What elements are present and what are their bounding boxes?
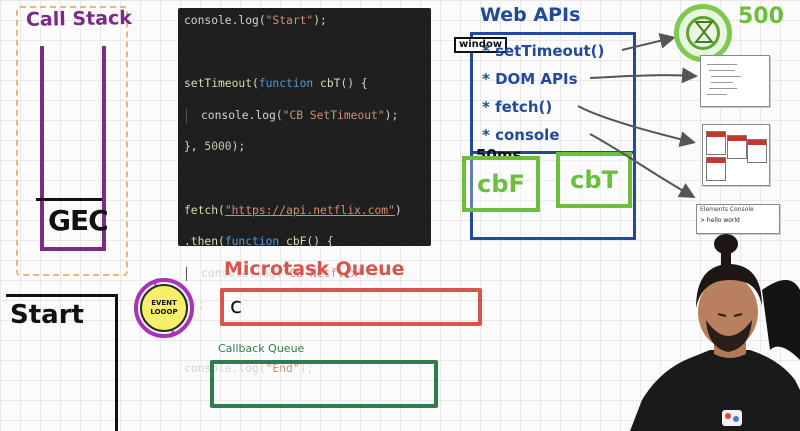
code-method-call: .then( [184, 235, 225, 249]
code-function-call: setTimeout( [184, 77, 259, 91]
code-token: () { [306, 235, 334, 249]
microtask-queue-box [220, 288, 482, 326]
timer-inner-ring [686, 16, 720, 50]
console-output-border-top [6, 294, 118, 297]
console-output-text: > hello world [700, 217, 740, 224]
code-token: ); [313, 14, 327, 27]
code-function-name: cbT [313, 77, 341, 91]
netflix-card [706, 131, 726, 155]
code-string: "End" [265, 361, 300, 375]
netflix-card [727, 135, 747, 159]
web-apis-box [470, 32, 636, 240]
call-stack-frame [36, 198, 102, 245]
call-stack-bottom [40, 247, 106, 251]
code-string: "CB SetTimeout" [282, 108, 385, 122]
web-api-item-dom-apis: * DOM APIs [482, 70, 578, 88]
code-line-1: console.log("Start"); [184, 13, 431, 29]
event-loop: EVENT LOOOP [140, 284, 188, 332]
code-token: () { [340, 77, 368, 91]
code-url-string: "https://api.netflix.com" [224, 203, 395, 217]
thumb-line [709, 70, 735, 71]
timer-value: 500 [738, 4, 784, 29]
code-token: ); [299, 361, 314, 375]
netflix-logo-bar [707, 132, 725, 137]
code-token: console.log( [201, 108, 283, 122]
code-function-call: fetch( [184, 203, 225, 217]
web-apis-title: Web APIs [480, 4, 581, 26]
indent-guide [186, 266, 187, 281]
call-stack-left-wall [40, 46, 44, 251]
code-token: console.log( [184, 14, 266, 27]
netflix-card [706, 157, 726, 181]
callback-cbf-label: cbF [477, 170, 525, 198]
web-apis-divider [470, 151, 636, 154]
web-api-item-console: * console [482, 126, 560, 144]
microtask-queue-item: c [230, 294, 243, 319]
indent-guide [186, 108, 187, 123]
code-function-name: cbF [279, 235, 307, 249]
console-output-line: Start [10, 300, 84, 330]
web-api-item-fetch: * fetch() [482, 98, 553, 116]
code-token: console.log( [201, 266, 283, 280]
code-keyword: function [258, 77, 314, 91]
code-token: ); [364, 266, 378, 280]
netflix-logo-bar [728, 136, 746, 141]
event-loop-arrows-icon [150, 278, 178, 338]
code-line-8: .then(function cbF() { [184, 234, 431, 250]
callback-cbt-box: cbT [556, 152, 632, 208]
code-token: console.log( [184, 361, 266, 375]
window-object-label: window [454, 37, 508, 53]
presenter-webcam [630, 234, 800, 431]
code-token: ) [394, 203, 402, 217]
callback-cbf-box: cbF [462, 156, 540, 212]
event-loop-label-top: EVENT [151, 299, 177, 307]
console-output-border-right [115, 294, 118, 431]
thumb-line [711, 82, 733, 83]
global-execution-context-label: GEC [48, 204, 109, 237]
code-keyword: function [224, 235, 280, 249]
code-line-7: fetch("https://api.netflix.com") [184, 203, 431, 219]
call-stack-right-wall [102, 46, 106, 251]
code-number: 5000 [204, 140, 232, 154]
code-line-5: }, 5000); [184, 139, 431, 155]
code-string: "CB Netflix" [282, 266, 365, 280]
netflix-card [747, 139, 767, 163]
web-api-item-settimeout: * setTimeout() [482, 42, 605, 60]
thumb-line [711, 76, 741, 77]
dom-page-thumbnail [700, 55, 770, 107]
event-loop-ring [134, 278, 194, 338]
code-token: ); [231, 140, 246, 154]
code-token: ); [384, 108, 399, 122]
code-string: "Start" [265, 14, 314, 27]
call-stack-frame-outline [16, 6, 128, 276]
callback-queue-box [210, 360, 438, 408]
netflix-logo-bar [707, 158, 725, 163]
callback-queue-title: Callback Queue [218, 342, 305, 355]
microtask-queue-title: Microtask Queue [224, 258, 405, 280]
console-thumbnail: Elements Console > hello world [696, 204, 780, 234]
thumb-line [709, 88, 737, 89]
code-token: }, [184, 140, 205, 154]
code-line-4: console.log("CB SetTimeout"); [184, 108, 431, 124]
console-tabs: Elements Console [700, 206, 754, 213]
code-editor: console.log("Start"); setTimeout(functio… [178, 8, 431, 375]
callback-cbt-label: cbT [570, 166, 618, 194]
thumb-line [707, 94, 727, 95]
event-loop-label-bottom: LOOOP [150, 308, 178, 316]
netflix-logo-bar [748, 140, 766, 145]
hourglass-icon [693, 21, 715, 43]
code-line-3: setTimeout(function cbT() { [184, 76, 431, 92]
code-line-9: console.log("CB Netflix"); [184, 266, 431, 282]
thumb-line [707, 64, 737, 65]
netflix-page-thumbnail [702, 124, 770, 186]
code-line-12: console.log("End"); [184, 361, 431, 377]
